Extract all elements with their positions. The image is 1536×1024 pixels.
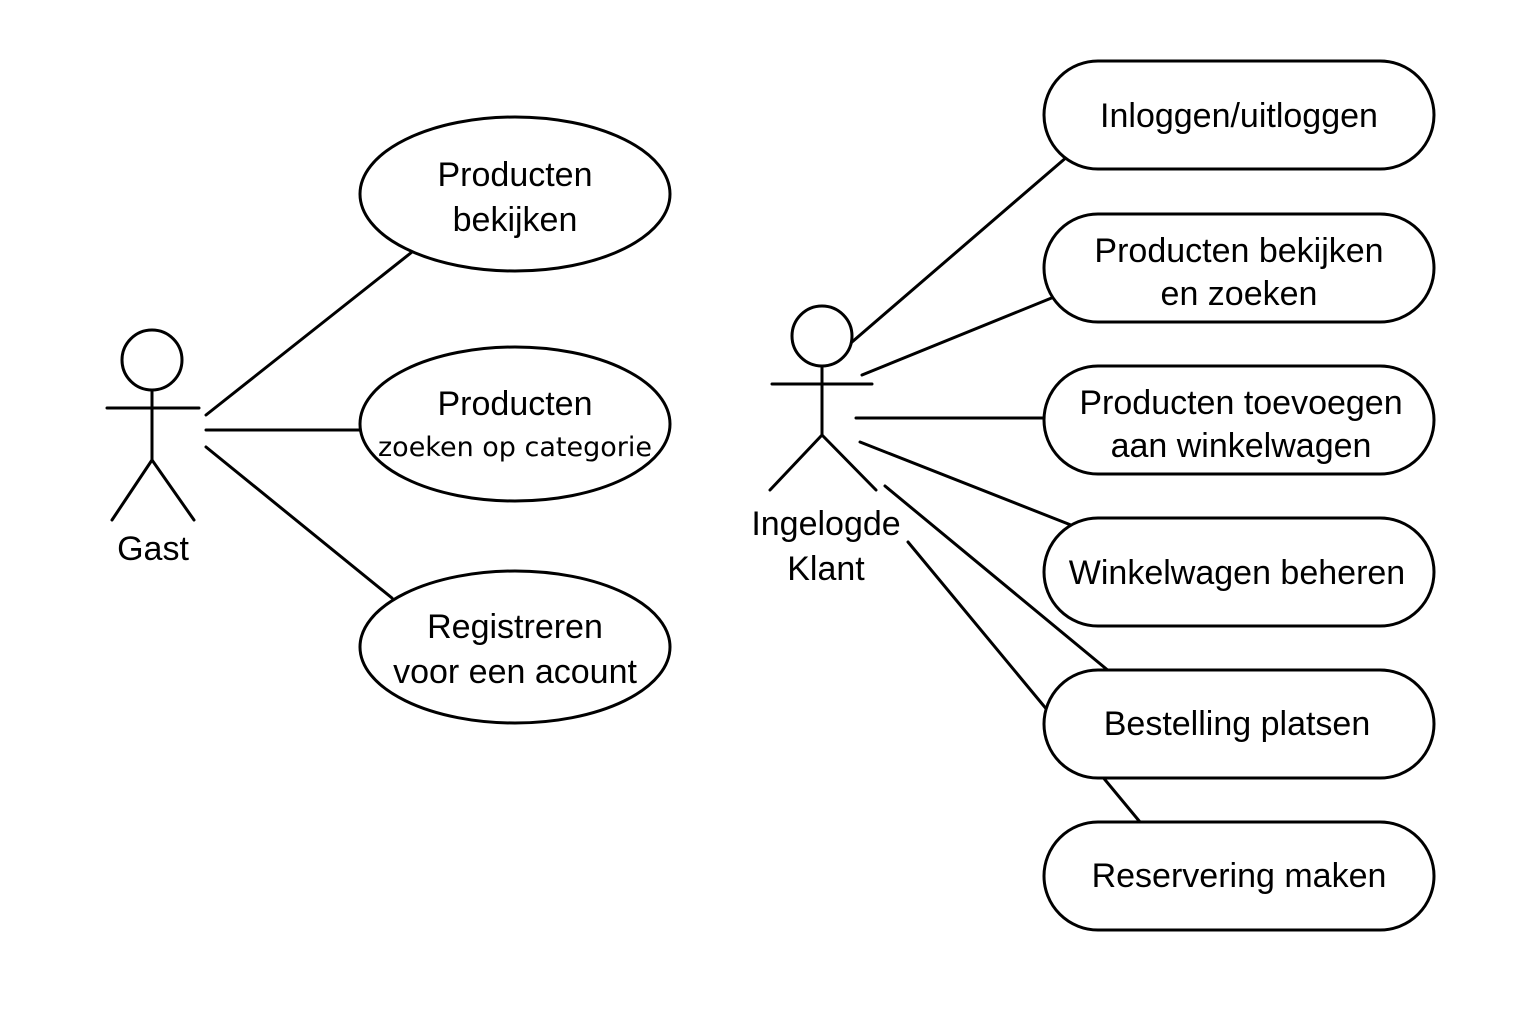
actor-gast-leg-right	[150, 458, 196, 522]
usecase-producten-bekijken: Producten bekijken	[358, 115, 672, 273]
usecase-inloggen-uitloggen: Inloggen/uitloggen	[1042, 59, 1436, 171]
assoc-klant-bekijken-zoeken	[860, 295, 1056, 377]
assoc-klant-inloggen	[850, 154, 1070, 344]
usecase-bestelling-platsen: Bestelling platsen	[1042, 668, 1436, 780]
actor-klant-label-line2: Klant	[787, 550, 865, 588]
usecase-label-line1: Bestelling platsen	[1104, 705, 1371, 743]
usecase-pill	[1042, 212, 1436, 324]
usecase-label-line2: zoeken op categorie	[378, 432, 652, 463]
assoc-klant-winkelwagen	[858, 440, 1078, 529]
actor-klant-label-line1: Ingelogde	[751, 505, 900, 543]
usecase-pill	[1042, 820, 1436, 932]
usecase-label-line1: Producten toevoegen	[1079, 384, 1402, 422]
actor-gast: Gast	[105, 328, 201, 568]
usecase-pill	[1042, 516, 1436, 628]
actor-gast-label: Gast	[117, 530, 189, 568]
usecase-ellipse	[358, 115, 672, 273]
usecase-label-line2: voor een acount	[393, 653, 637, 691]
usecase-pill	[1042, 668, 1436, 780]
usecase-reservering-maken: Reservering maken	[1042, 820, 1436, 932]
actor-gast-leg-left	[110, 458, 154, 522]
usecase-producten-toevoegen: Producten toevoegen aan winkelwagen	[1042, 364, 1436, 476]
usecase-registreren: Registreren voor een acount	[358, 569, 672, 725]
usecase-label-line1: Producten	[438, 385, 593, 423]
actor-klant-leg-left	[768, 433, 824, 492]
usecase-label-line2: en zoeken	[1161, 275, 1318, 313]
usecase-pill	[1042, 364, 1436, 476]
usecase-ellipse	[358, 569, 672, 725]
usecase-label-line1: Producten bekijken	[1094, 232, 1383, 270]
usecase-winkelwagen-beheren: Winkelwagen beheren	[1042, 516, 1436, 628]
assoc-gast-registreren	[204, 445, 394, 600]
assoc-klant-bestelling	[883, 484, 1112, 674]
usecase-producten-bekijken-en-zoeken: Producten bekijken en zoeken	[1042, 212, 1436, 324]
usecase-label-line2: aan winkelwagen	[1111, 427, 1372, 465]
usecase-label-line1: Reservering maken	[1092, 857, 1387, 895]
assoc-gast-producten-bekijken	[204, 250, 414, 417]
usecase-label-line1: Registreren	[427, 608, 603, 646]
usecase-ellipse	[358, 345, 672, 503]
usecase-label-line1: Inloggen/uitloggen	[1100, 97, 1378, 135]
usecase-pill	[1042, 59, 1436, 171]
usecase-label-line2: bekijken	[453, 201, 578, 239]
usecase-label-line1: Producten	[438, 156, 593, 194]
actor-gast-head	[120, 328, 184, 392]
actor-ingelogde-klant: Ingelogde Klant	[751, 304, 901, 588]
usecase-producten-zoeken-op-categorie: Producten zoeken op categorie	[358, 345, 672, 503]
actor-klant-leg-right	[820, 433, 878, 492]
actor-klant-head	[790, 304, 854, 368]
usecase-label-line1: Winkelwagen beheren	[1069, 554, 1405, 592]
guest-associations	[204, 250, 414, 600]
